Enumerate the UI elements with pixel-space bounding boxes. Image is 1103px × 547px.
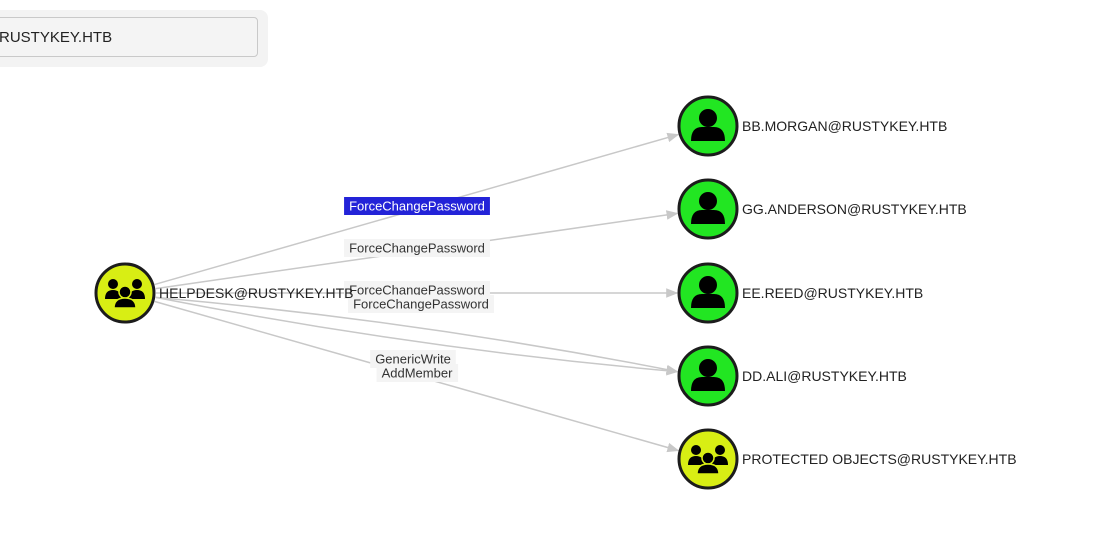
user-icon	[691, 276, 725, 308]
node-ddali[interactable]: DD.ALI@RUSTYKEY.HTB	[677, 345, 907, 407]
nodes-layer: HELPDESK@RUSTYKEY.HTB BB.MORGAN@RUSTYKEY.…	[94, 95, 1017, 490]
user-icon	[691, 359, 725, 391]
node-eereed[interactable]: EE.REED@RUSTYKEY.HTB	[677, 262, 923, 324]
user-icon	[691, 192, 725, 224]
edge-labels-layer: ForceChangePasswordForceChangePasswordFo…	[344, 197, 494, 382]
edge-label-background	[344, 281, 490, 299]
edge-label-text: AddMember	[382, 366, 453, 381]
edge-label-text: GenericWrite	[375, 352, 451, 367]
edge-helpdesk-ddali[interactable]	[155, 296, 679, 375]
edge-label-text: ForceChangePassword	[353, 297, 489, 312]
edge-label-background	[344, 239, 490, 257]
node-label: PROTECTED OBJECTS@RUSTYKEY.HTB	[742, 451, 1017, 467]
group-icon	[105, 279, 145, 309]
edge-label-background	[370, 350, 456, 368]
node-bbmorgan[interactable]: BB.MORGAN@RUSTYKEY.HTB	[677, 95, 947, 157]
edge-label[interactable]: AddMember	[376, 364, 459, 382]
user-icon	[691, 109, 725, 141]
search-input[interactable]: RUSTYKEY.HTB	[0, 17, 258, 57]
node-label: HELPDESK@RUSTYKEY.HTB	[159, 285, 353, 301]
edge-label-text: ForceChangePassword	[349, 283, 485, 298]
edge-label-background	[376, 364, 459, 382]
edge-label-background	[344, 197, 490, 215]
node-label: EE.REED@RUSTYKEY.HTB	[742, 285, 923, 301]
node-label: BB.MORGAN@RUSTYKEY.HTB	[742, 118, 947, 134]
edge-label-text: ForceChangePassword	[349, 241, 485, 256]
edge-label[interactable]: GenericWrite	[370, 350, 456, 368]
edge-helpdesk-ddali[interactable]	[155, 296, 679, 376]
node-protected[interactable]: PROTECTED OBJECTS@RUSTYKEY.HTB	[677, 428, 1017, 490]
edge-label[interactable]: ForceChangePassword	[344, 281, 490, 299]
node-label: DD.ALI@RUSTYKEY.HTB	[742, 368, 907, 384]
edge-label-background	[348, 295, 494, 313]
edge-label[interactable]: ForceChangePassword	[348, 295, 494, 313]
node-gganderson[interactable]: GG.ANDERSON@RUSTYKEY.HTB	[677, 178, 967, 240]
node-label: GG.ANDERSON@RUSTYKEY.HTB	[742, 201, 967, 217]
edge-label-text: ForceChangePassword	[349, 199, 485, 214]
edge-label[interactable]: ForceChangePassword	[344, 239, 490, 257]
group-icon	[688, 445, 728, 475]
edge-label[interactable]: ForceChangePassword	[344, 197, 490, 215]
node-helpdesk[interactable]: HELPDESK@RUSTYKEY.HTB	[94, 262, 353, 324]
